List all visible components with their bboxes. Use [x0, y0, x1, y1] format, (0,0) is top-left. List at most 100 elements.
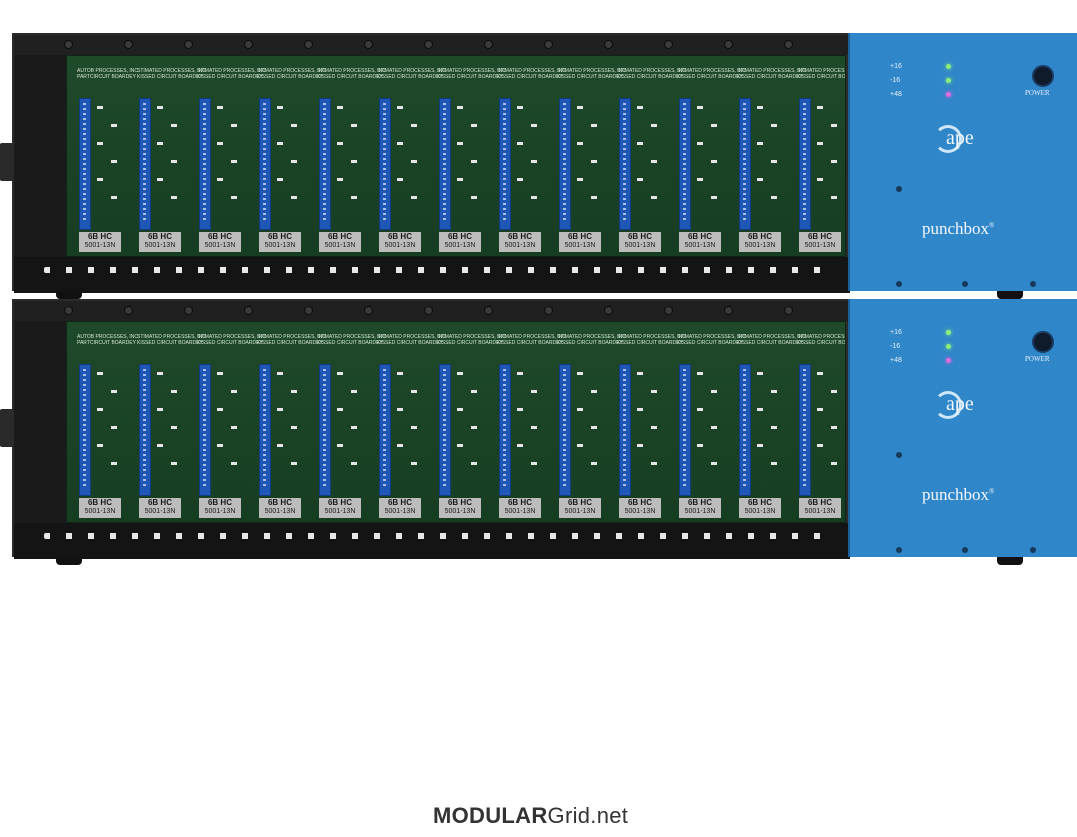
- smd-component: [411, 124, 417, 127]
- slot-header-sub: KISSED CIRCUIT BOARDEY: [197, 340, 263, 346]
- smd-component: [651, 196, 657, 199]
- smd-component: [771, 196, 777, 199]
- slot-header-line: STIMATED PROCESSES, INC: [677, 68, 746, 74]
- slot-part-number: 5001-13N: [84, 242, 116, 249]
- smd-component: [651, 160, 657, 163]
- slot-model: 6B HC: [87, 498, 112, 507]
- slot-header-sub: PARTCIRCUIT BOARDEY: [77, 340, 136, 346]
- smd-component: [517, 444, 523, 447]
- led-indicator: [946, 92, 951, 97]
- slot-header-sub: KISSED CIRCUIT BOARDEY: [317, 74, 383, 80]
- edge-connector: [499, 364, 511, 496]
- screw-icon: [1030, 547, 1036, 553]
- smd-component: [577, 372, 583, 375]
- slot-header-line: AUTOB PROCESSES, INC: [77, 68, 139, 74]
- slot-model: 6B HC: [387, 498, 412, 507]
- slot-part-number: 5001-13N: [804, 508, 836, 515]
- rack-foot: [56, 291, 82, 299]
- edge-connector: [739, 364, 751, 496]
- smd-component: [517, 142, 523, 145]
- brand-text: punchbox: [922, 485, 990, 504]
- slot-model: 6B HC: [507, 232, 532, 241]
- slot-header-line: STIMATED PROCESSES, INC: [437, 68, 506, 74]
- smd-component: [397, 444, 403, 447]
- smd-component: [831, 390, 837, 393]
- slot-model: 6B HC: [687, 232, 712, 241]
- slot-header-sub: KISSED CIRCUIT BOARDEY: [677, 74, 743, 80]
- slot-header-sub: KISSED CIRCUIT BOARDEY: [557, 74, 623, 80]
- slot-header-line: STIMATED PROCESSES, INC: [497, 68, 566, 74]
- screw-icon: [724, 40, 733, 49]
- slot-model: 6B HC: [147, 498, 172, 507]
- smd-component: [757, 444, 763, 447]
- led-indicator: [946, 358, 951, 363]
- smd-component: [531, 196, 537, 199]
- power-button[interactable]: [1032, 65, 1054, 87]
- smd-component: [111, 390, 117, 393]
- footer-brand-bold: MODULAR: [433, 803, 548, 828]
- smd-component: [637, 178, 643, 181]
- slot-part-number: 5001-13N: [144, 508, 176, 515]
- smd-component: [757, 408, 763, 411]
- led-row: -16: [890, 77, 951, 84]
- slot-model: 6B HC: [567, 498, 592, 507]
- slot-header-sub: KISSED CIRCUIT BOARDEY: [617, 74, 683, 80]
- smd-component: [471, 124, 477, 127]
- edge-connector: [379, 364, 391, 496]
- screw-icon: [664, 306, 673, 315]
- slot-header-sub: KISSED CIRCUIT BOARDEY: [737, 340, 803, 346]
- screw-icon: [896, 452, 902, 458]
- slot-header-sub: KISSED CIRCUIT BOARDEY: [377, 340, 443, 346]
- smd-component: [111, 426, 117, 429]
- smd-component: [817, 372, 823, 375]
- smd-component: [651, 390, 657, 393]
- smd-component: [517, 106, 523, 109]
- slot-model: 6B HC: [687, 498, 712, 507]
- smd-component: [97, 178, 103, 181]
- power-button[interactable]: [1032, 331, 1054, 353]
- logo-text: ape: [946, 393, 974, 415]
- smd-component: [337, 372, 343, 375]
- smd-component: [157, 106, 163, 109]
- slot-model: 6B HC: [747, 232, 772, 241]
- slot-part-number: 5001-13N: [384, 508, 416, 515]
- screw-icon: [364, 306, 373, 315]
